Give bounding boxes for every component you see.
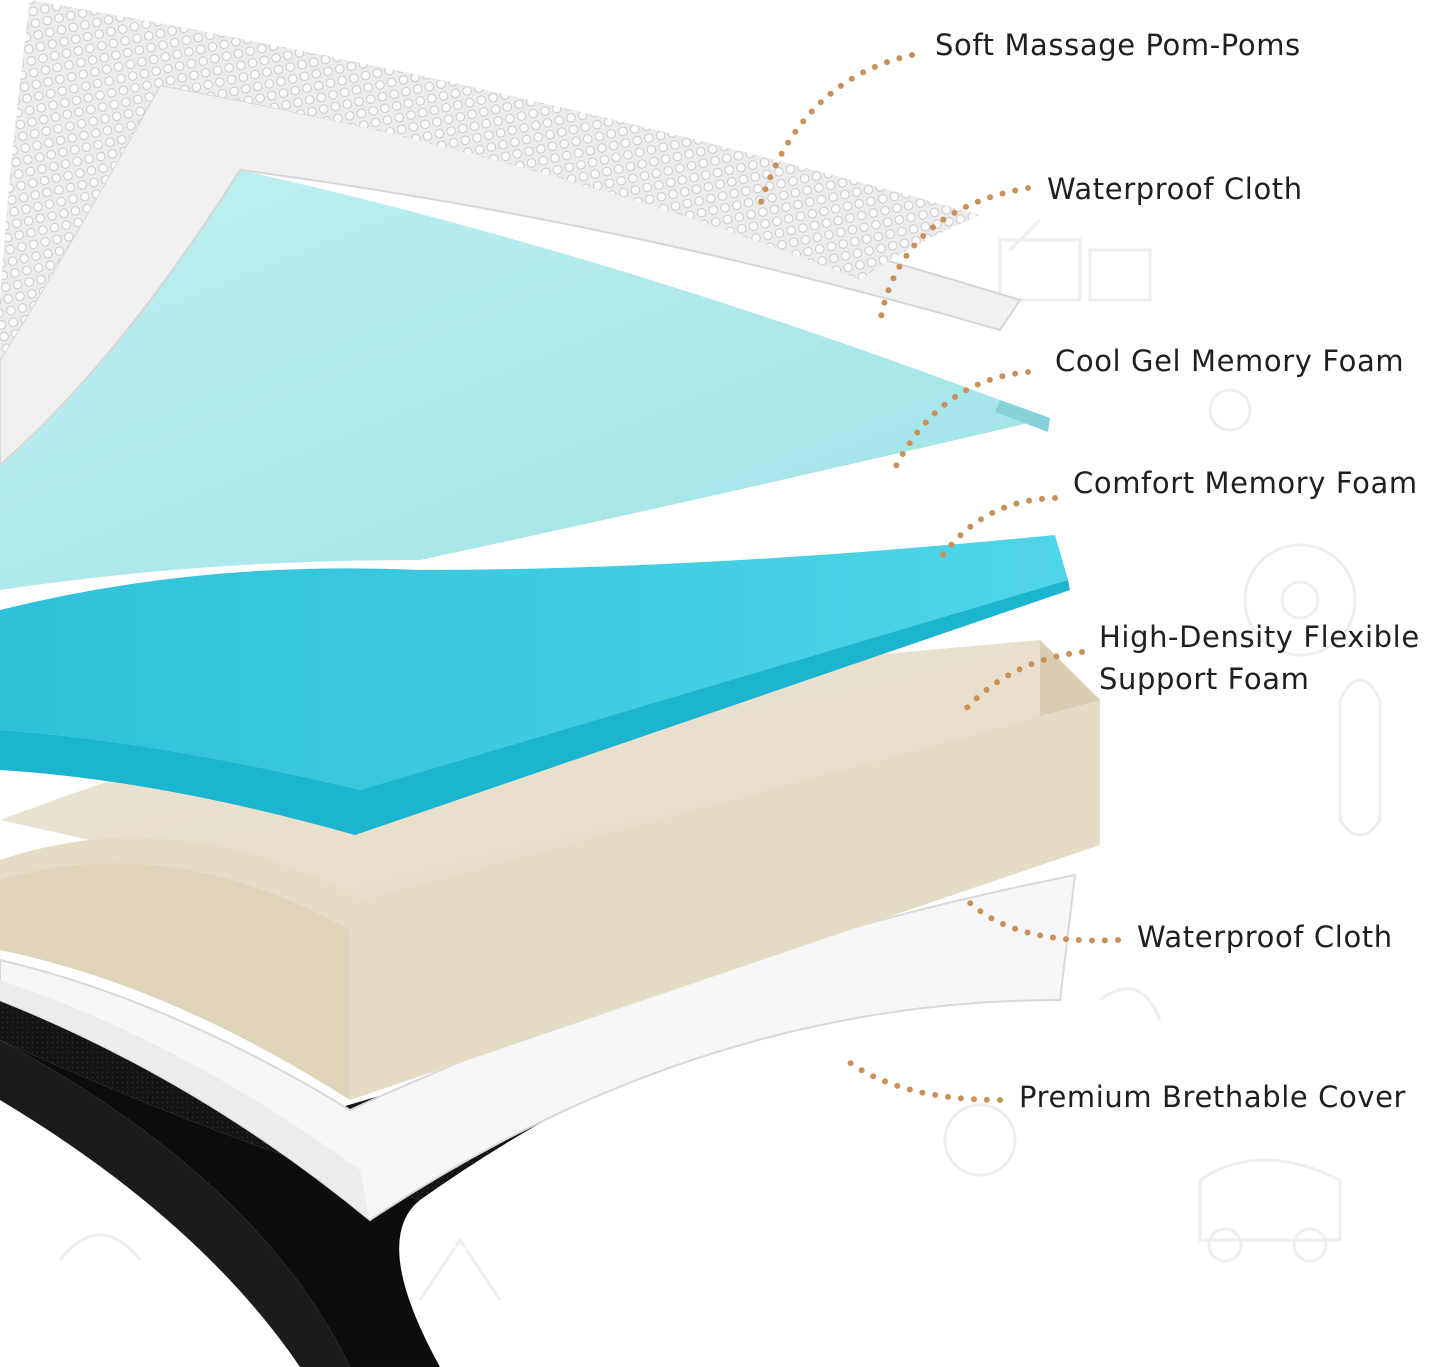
leader-soft-massage [757,52,915,208]
label-support-foam: High-Density Flexible Support Foam [1099,616,1420,700]
label-premium-breathable-cover: Premium Brethable Cover [1019,1080,1407,1114]
comfort-foam-top [0,535,1068,790]
support-foam-top [0,640,1100,900]
cool-gel-foam-top [0,170,1050,590]
pom-pom-texture-icon [0,0,980,360]
leader-cover [843,1057,1003,1103]
leader-waterproof-bottom [962,895,1121,944]
background-toy-doodles-icon [58,218,1382,1301]
feather-logo-icon [429,1179,501,1251]
label-waterproof-cloth-top: Waterproof Cloth [1047,172,1303,206]
leader-lines [757,52,1121,1103]
label-soft-massage-pom-poms: Soft Massage Pom-Poms [935,28,1301,62]
label-support-foam-line2: Support Foam [1099,662,1310,696]
label-comfort-memory-foam: Comfort Memory Foam [1073,466,1418,500]
breathable-cover-front [0,1040,440,1367]
comfort-foam-front [0,580,1070,835]
label-waterproof-cloth-bottom: Waterproof Cloth [1137,920,1393,954]
label-support-foam-line1: High-Density Flexible [1099,620,1420,654]
leader-support [960,649,1085,715]
label-cool-gel-memory-foam: Cool Gel Memory Foam [1055,344,1405,378]
